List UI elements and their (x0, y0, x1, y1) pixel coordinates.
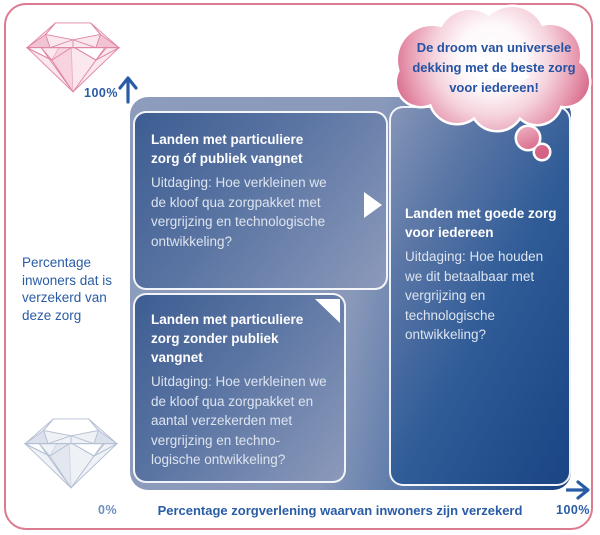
x-axis-title: Percentage zorgverlening waarvan inwoner… (157, 503, 523, 518)
quadrant-body: Uitdaging: Hoe verkleinen we de kloof qu… (151, 175, 327, 249)
quadrant-card-right: Landen met goede zorg voor iedereen Uitd… (389, 106, 571, 486)
right-arrow-icon (566, 480, 590, 500)
quadrant-body: Uitdaging: Hoe verkleinen we de kloof qu… (151, 374, 327, 467)
y-axis-title: Percentage inwoners dat is verzekerd van… (22, 255, 113, 323)
pink-diamond-icon (25, 22, 121, 94)
thought-cloud-icon (394, 4, 592, 162)
y-axis-max-label: 100% (84, 86, 118, 100)
figure-border (4, 3, 593, 530)
quadrant-title: Landen met goede zorg voor iedereen (405, 206, 557, 240)
quadrant-card-top-left: Landen met particuliere zorg óf publiek … (133, 111, 388, 290)
x-axis-max-label: 100% (556, 503, 590, 517)
white-diamond-icon (23, 418, 119, 490)
quadrant-card-bottom-left: Landen met particuliere zorg zonder publ… (133, 293, 346, 483)
quadrant-body: Uitdaging: Hoe houden we dit betaalbaar … (405, 249, 544, 342)
cloud-text: De droom van universele dekking met de b… (412, 40, 576, 95)
right-triangle-icon (364, 192, 382, 218)
quadrant-title: Landen met particuliere zorg óf publiek … (151, 132, 304, 166)
x-axis-origin-label: 0% (98, 503, 118, 517)
quadrant-title: Landen met particuliere zorg zonder publ… (151, 312, 304, 365)
up-arrow-icon (118, 76, 138, 104)
